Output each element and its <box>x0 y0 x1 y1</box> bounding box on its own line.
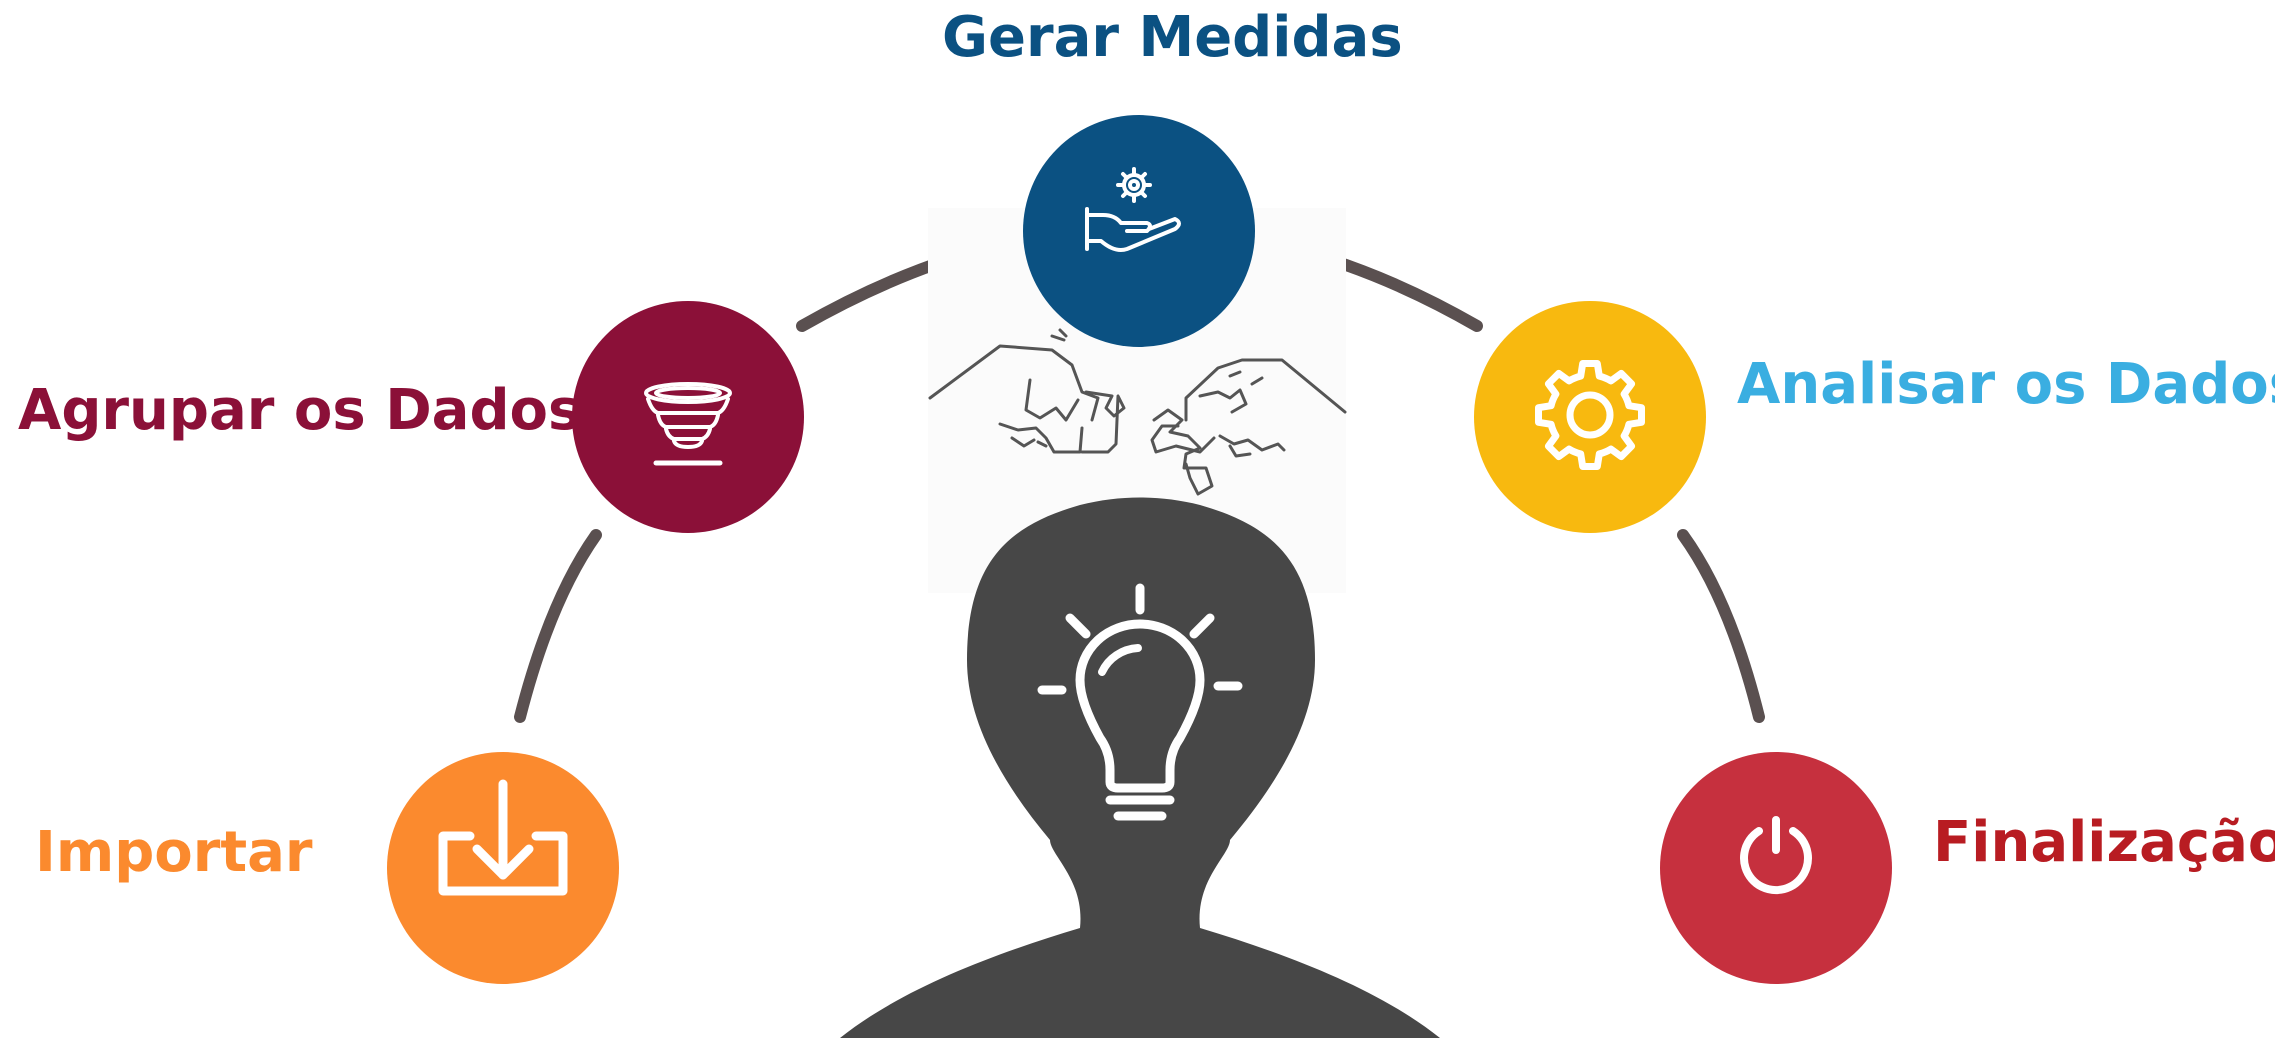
import-tray-icon <box>438 779 568 896</box>
lightbulb-icon <box>1037 583 1243 821</box>
step-label-analisar: Analisar os Dados <box>1737 352 2275 417</box>
step-label-importar: Importar <box>35 820 313 885</box>
step-label-agrupar: Agrupar os Dados <box>18 378 582 443</box>
step-label-gerar: Gerar Medidas <box>942 5 1403 70</box>
step-label-finalizacao: Finalização <box>1933 810 2275 875</box>
power-icon <box>1740 816 1812 895</box>
funnel-stack-icon <box>644 382 732 466</box>
step-circle-agrupar <box>572 301 804 533</box>
connector-analisar-finalizacao <box>1677 529 1765 723</box>
hand-gear-icon <box>1085 167 1181 252</box>
connector-importar-agrupar <box>514 529 602 723</box>
step-circle-finalizacao <box>1660 752 1892 984</box>
head-silhouette <box>840 497 1440 1038</box>
step-circle-analisar <box>1474 301 1706 533</box>
step-icons <box>438 167 1812 896</box>
gear-icon <box>1535 360 1645 470</box>
